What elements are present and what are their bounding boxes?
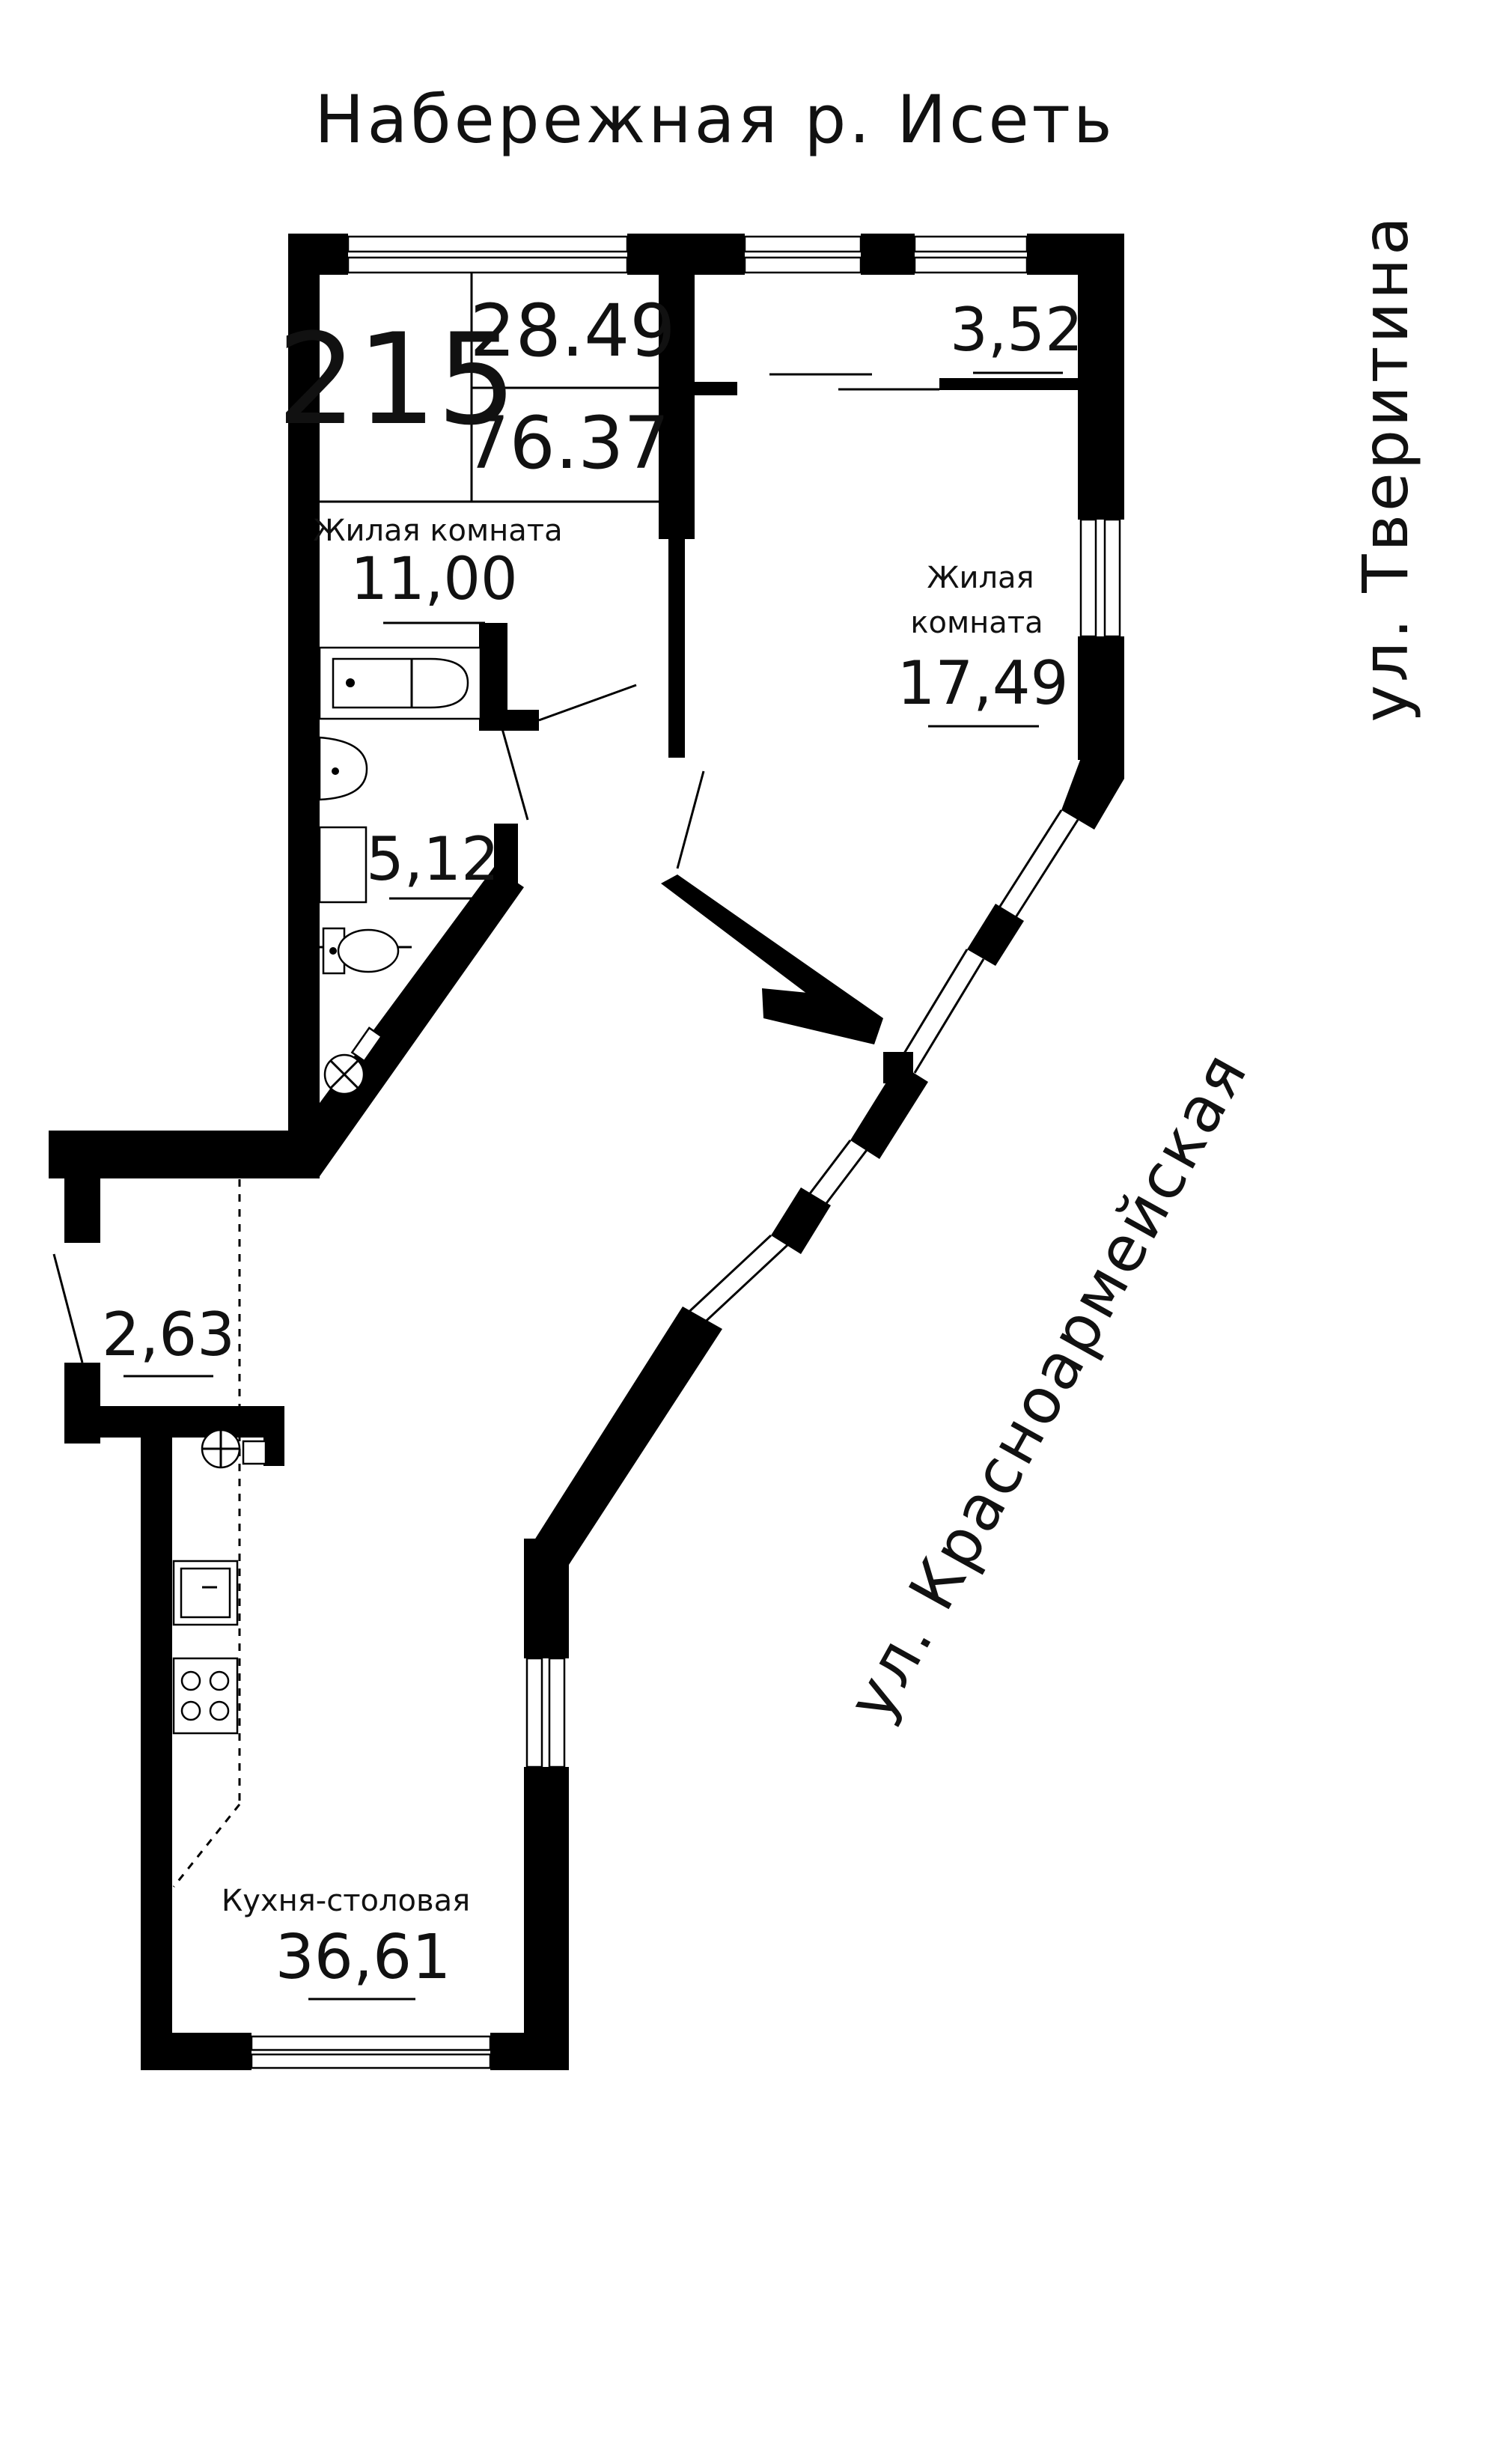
apartment-number: 215 [277, 306, 517, 453]
kitchen-area: 36,61 [275, 1922, 451, 1993]
bedroom-small-label: Жилая комната [313, 514, 562, 548]
apartment-total-area: 76.37 [464, 401, 670, 485]
stove-icon [172, 1657, 239, 1735]
bedroom-large-label-line2: комната [910, 606, 1043, 640]
bedroom-large-label-line1: Жилая [927, 561, 1034, 595]
hall-area: 2,63 [102, 1300, 235, 1369]
floor-drain-icon [323, 1026, 383, 1095]
toilet-icon [322, 927, 400, 975]
boiler-icon [201, 1429, 267, 1469]
walls [49, 234, 1124, 2070]
kitchen-label: Кухня-столовая [222, 1884, 470, 1918]
balcony-area: 3,52 [950, 295, 1083, 365]
bedroom-large-area: 17,49 [897, 648, 1068, 718]
street-north-label: Набережная р. Исеть [314, 81, 1115, 158]
washing-machine-icon [318, 826, 368, 904]
bathroom-area: 5,12 [366, 824, 499, 894]
street-southeast-label: ул. Красноармейская [833, 1039, 1262, 1733]
apartment-living-area: 28.49 [470, 289, 676, 373]
washbasin-icon [318, 736, 368, 801]
bathtub-icon [318, 646, 482, 720]
bedroom-small-area: 11,00 [350, 546, 517, 613]
kitchen-sink-icon [172, 1560, 239, 1626]
street-east-label: ул. Тверитина [1349, 213, 1422, 722]
partitions-and-doors [52, 273, 939, 1887]
windows [250, 235, 1121, 2069]
